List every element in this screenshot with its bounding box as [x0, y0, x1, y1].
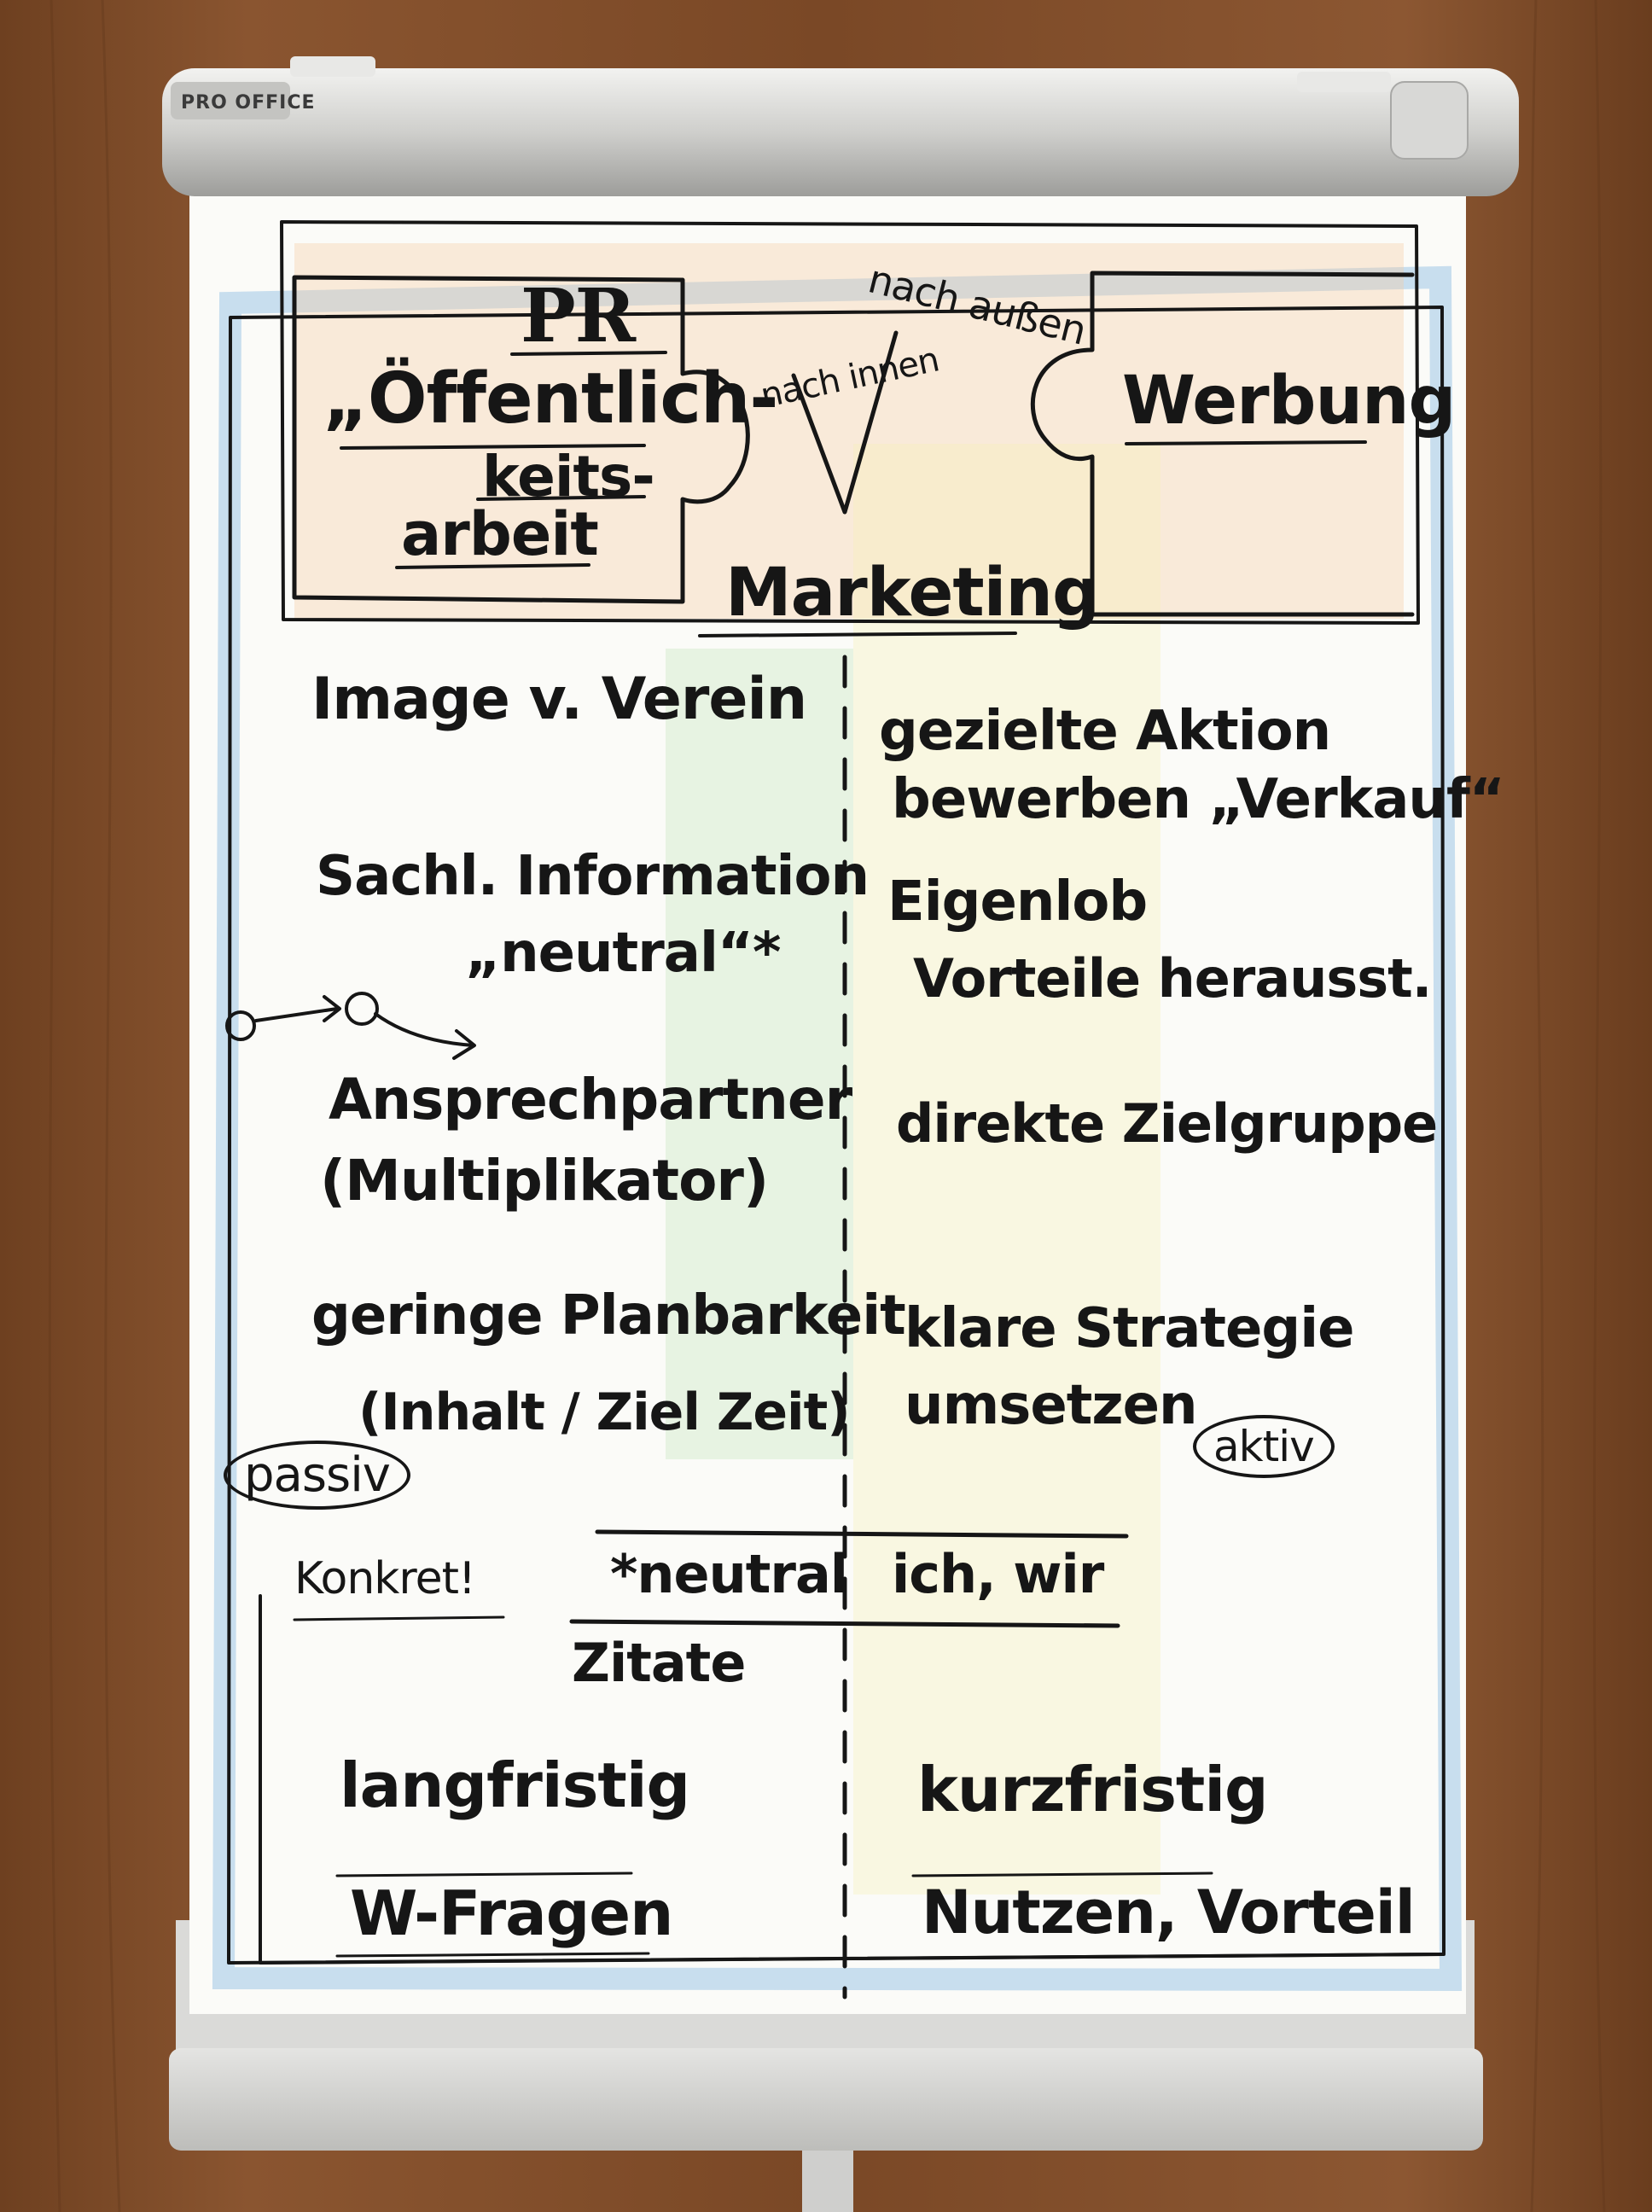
green-wash [666, 649, 853, 1459]
right-item-3: Eigenlob [887, 870, 1148, 934]
keits-underline [476, 495, 646, 501]
right-item-5: direkte Zielgruppe [896, 1092, 1438, 1155]
long-term: langfristig [340, 1749, 690, 1821]
concrete-note: Konkret! [294, 1553, 476, 1604]
advertising-heading: Werbung [1122, 363, 1456, 439]
public-relations-line3: arbeit [401, 499, 599, 569]
public-relations-line1: „Öffentlich- [323, 358, 778, 439]
loop-circle-right [345, 992, 379, 1026]
lower-box-line [259, 1594, 1444, 1965]
wfragen-underline [335, 1952, 650, 1958]
right-item-2: bewerben „Verkauf“ [892, 768, 1505, 831]
left-item-2: Sachl. Information [316, 845, 870, 908]
werbung-puzzle-piece [1031, 271, 1415, 617]
left-item-3: „neutral“* [465, 922, 781, 985]
left-clip [290, 56, 375, 77]
active-tag: aktiv [1193, 1415, 1335, 1478]
cross-top [595, 1529, 1129, 1539]
left-item-1: Image v. Verein [311, 666, 807, 733]
passive-tag: passiv [224, 1441, 410, 1510]
blue-chalk-frame [212, 265, 1463, 1992]
pr-puzzle-piece [292, 275, 750, 604]
cross-middle [569, 1619, 1120, 1628]
left-item-7: (Inhalt / Ziel Zeit) [358, 1382, 851, 1442]
loop-arrow [254, 995, 476, 1060]
konkret-underline [293, 1615, 505, 1621]
ink-lines [225, 220, 1446, 2000]
quotes-note: Zitate [572, 1632, 746, 1694]
right-clip [1297, 72, 1391, 92]
marketing-underline [698, 632, 1017, 637]
arbeit-underline [395, 563, 590, 569]
left-item-4: Ansprechpartner [329, 1067, 852, 1132]
neutral-note: *neutral [610, 1543, 848, 1605]
right-item-6: klare Strategie [905, 1297, 1355, 1360]
right-item-1: gezielte Aktion [879, 700, 1331, 763]
we-note: ich, wir [892, 1543, 1104, 1605]
left-item-5: (Multiplikator) [320, 1148, 769, 1214]
stand-pole [802, 2151, 853, 2212]
langfristig-underline [335, 1871, 633, 1877]
right-clamp [1390, 81, 1469, 160]
right-item-7: umsetzen [905, 1374, 1198, 1437]
w-questions: W-Fragen [350, 1877, 673, 1949]
paper-sheet [189, 179, 1466, 2014]
loop-circle-left [225, 1010, 256, 1041]
marketing-v-mark [791, 330, 899, 515]
left-item-6: geringe Planbarkeit [311, 1284, 906, 1348]
header-box [280, 220, 1420, 625]
top-clamp-bar [162, 68, 1519, 196]
brand-logo: PRO OFFICE [181, 92, 316, 114]
yellow-wash [853, 444, 1160, 1895]
short-term: kurzfristig [917, 1754, 1269, 1825]
kurzfristig-underline [911, 1871, 1213, 1877]
werbung-underline [1125, 440, 1367, 445]
orange-wash [294, 243, 1404, 619]
benefit: Nutzen, Vorteil [922, 1877, 1416, 1947]
pr-underline [510, 351, 667, 356]
oeffentlich-underline [340, 444, 646, 450]
right-item-4: Vorteile herausst. [913, 947, 1432, 1010]
marketing-heading: Marketing [725, 555, 1100, 632]
public-relations-line2: keits- [482, 444, 655, 509]
wood-grain [48, 0, 1606, 2212]
pr-heading: PR [521, 273, 636, 359]
pen-tray [169, 2048, 1483, 2151]
brand-plate [171, 82, 290, 119]
